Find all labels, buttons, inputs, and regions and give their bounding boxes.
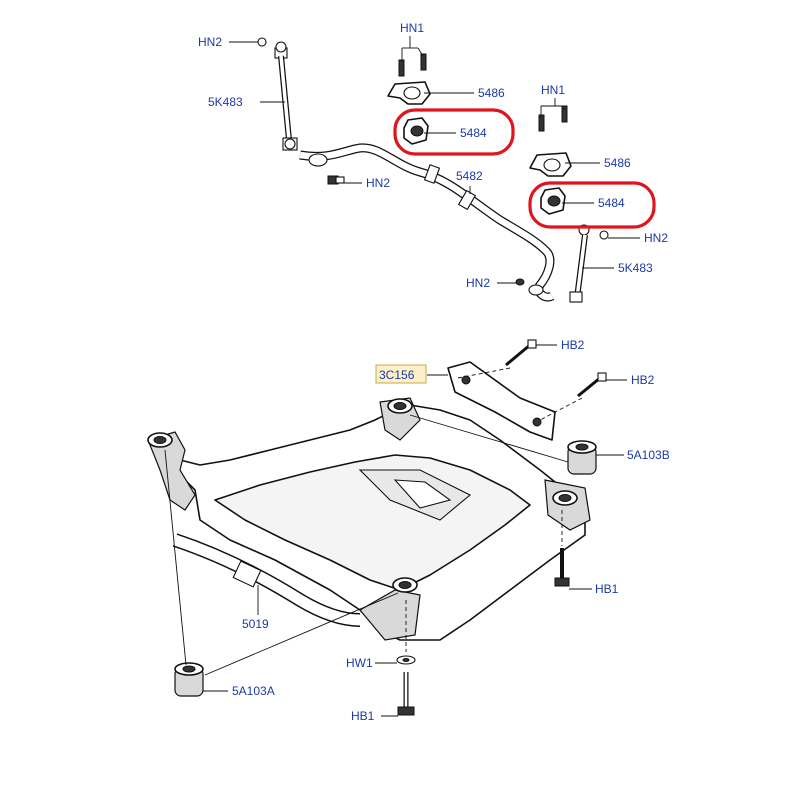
label-5a103a: 5A103A	[232, 684, 275, 698]
label-hn2-mid: HN2	[366, 176, 390, 190]
label-hb2-upper: HB2	[561, 338, 585, 352]
bracket-3c156	[447, 361, 556, 441]
label-5019: 5019	[242, 617, 269, 631]
highlight-bushing-right	[528, 181, 656, 229]
subframe-group	[147, 339, 607, 716]
left-drop-link	[257, 37, 298, 151]
label-5484-left: 5484	[460, 126, 487, 140]
label-hb1-right: HB1	[595, 582, 619, 596]
stabilizer-bar	[299, 143, 555, 302]
hw1-washer	[396, 655, 416, 665]
label-hb1-bottom: HB1	[351, 709, 375, 723]
hb2-bolt-upper	[505, 339, 537, 367]
label-hb2-lower: HB2	[631, 373, 655, 387]
label-5486-right: 5486	[604, 156, 631, 170]
label-5486-left: 5486	[478, 86, 505, 100]
label-hn2-bottom: HN2	[466, 276, 490, 290]
label-5k483-left: 5K483	[208, 95, 243, 109]
hb1-bolt-right	[554, 548, 570, 587]
label-5a103b: 5A103B	[627, 448, 670, 462]
clamp-bracket-right	[529, 105, 572, 177]
label-hn2-top-left: HN2	[198, 35, 222, 49]
bushing-5a103a	[174, 662, 204, 697]
label-3c156: 3C156	[379, 368, 415, 382]
label-5k483-right: 5K483	[618, 261, 653, 275]
label-5482: 5482	[456, 169, 483, 183]
hb2-bolt-lower	[577, 372, 607, 398]
hn2-nut-left	[327, 175, 345, 185]
bushing-right	[540, 187, 566, 215]
label-hn2-right: HN2	[644, 231, 668, 245]
label-hn1-right: HN1	[541, 83, 565, 97]
bushing-left	[403, 117, 429, 145]
bushing-5a103b	[567, 440, 597, 475]
callout-labels: HN2 5K483 HN1 5486 5484 HN2 5482 HN1 548…	[198, 21, 670, 723]
highlight-bushing-left	[393, 108, 515, 156]
leader-lines	[203, 36, 640, 717]
label-5484-right: 5484	[598, 196, 625, 210]
right-drop-link	[569, 224, 609, 303]
clamp-bracket-left	[387, 53, 431, 105]
hb1-bolt-bottom	[397, 672, 415, 716]
label-hn1-left: HN1	[400, 21, 424, 35]
label-hw1: HW1	[346, 656, 373, 670]
anti-roll-bar-group	[257, 37, 609, 303]
